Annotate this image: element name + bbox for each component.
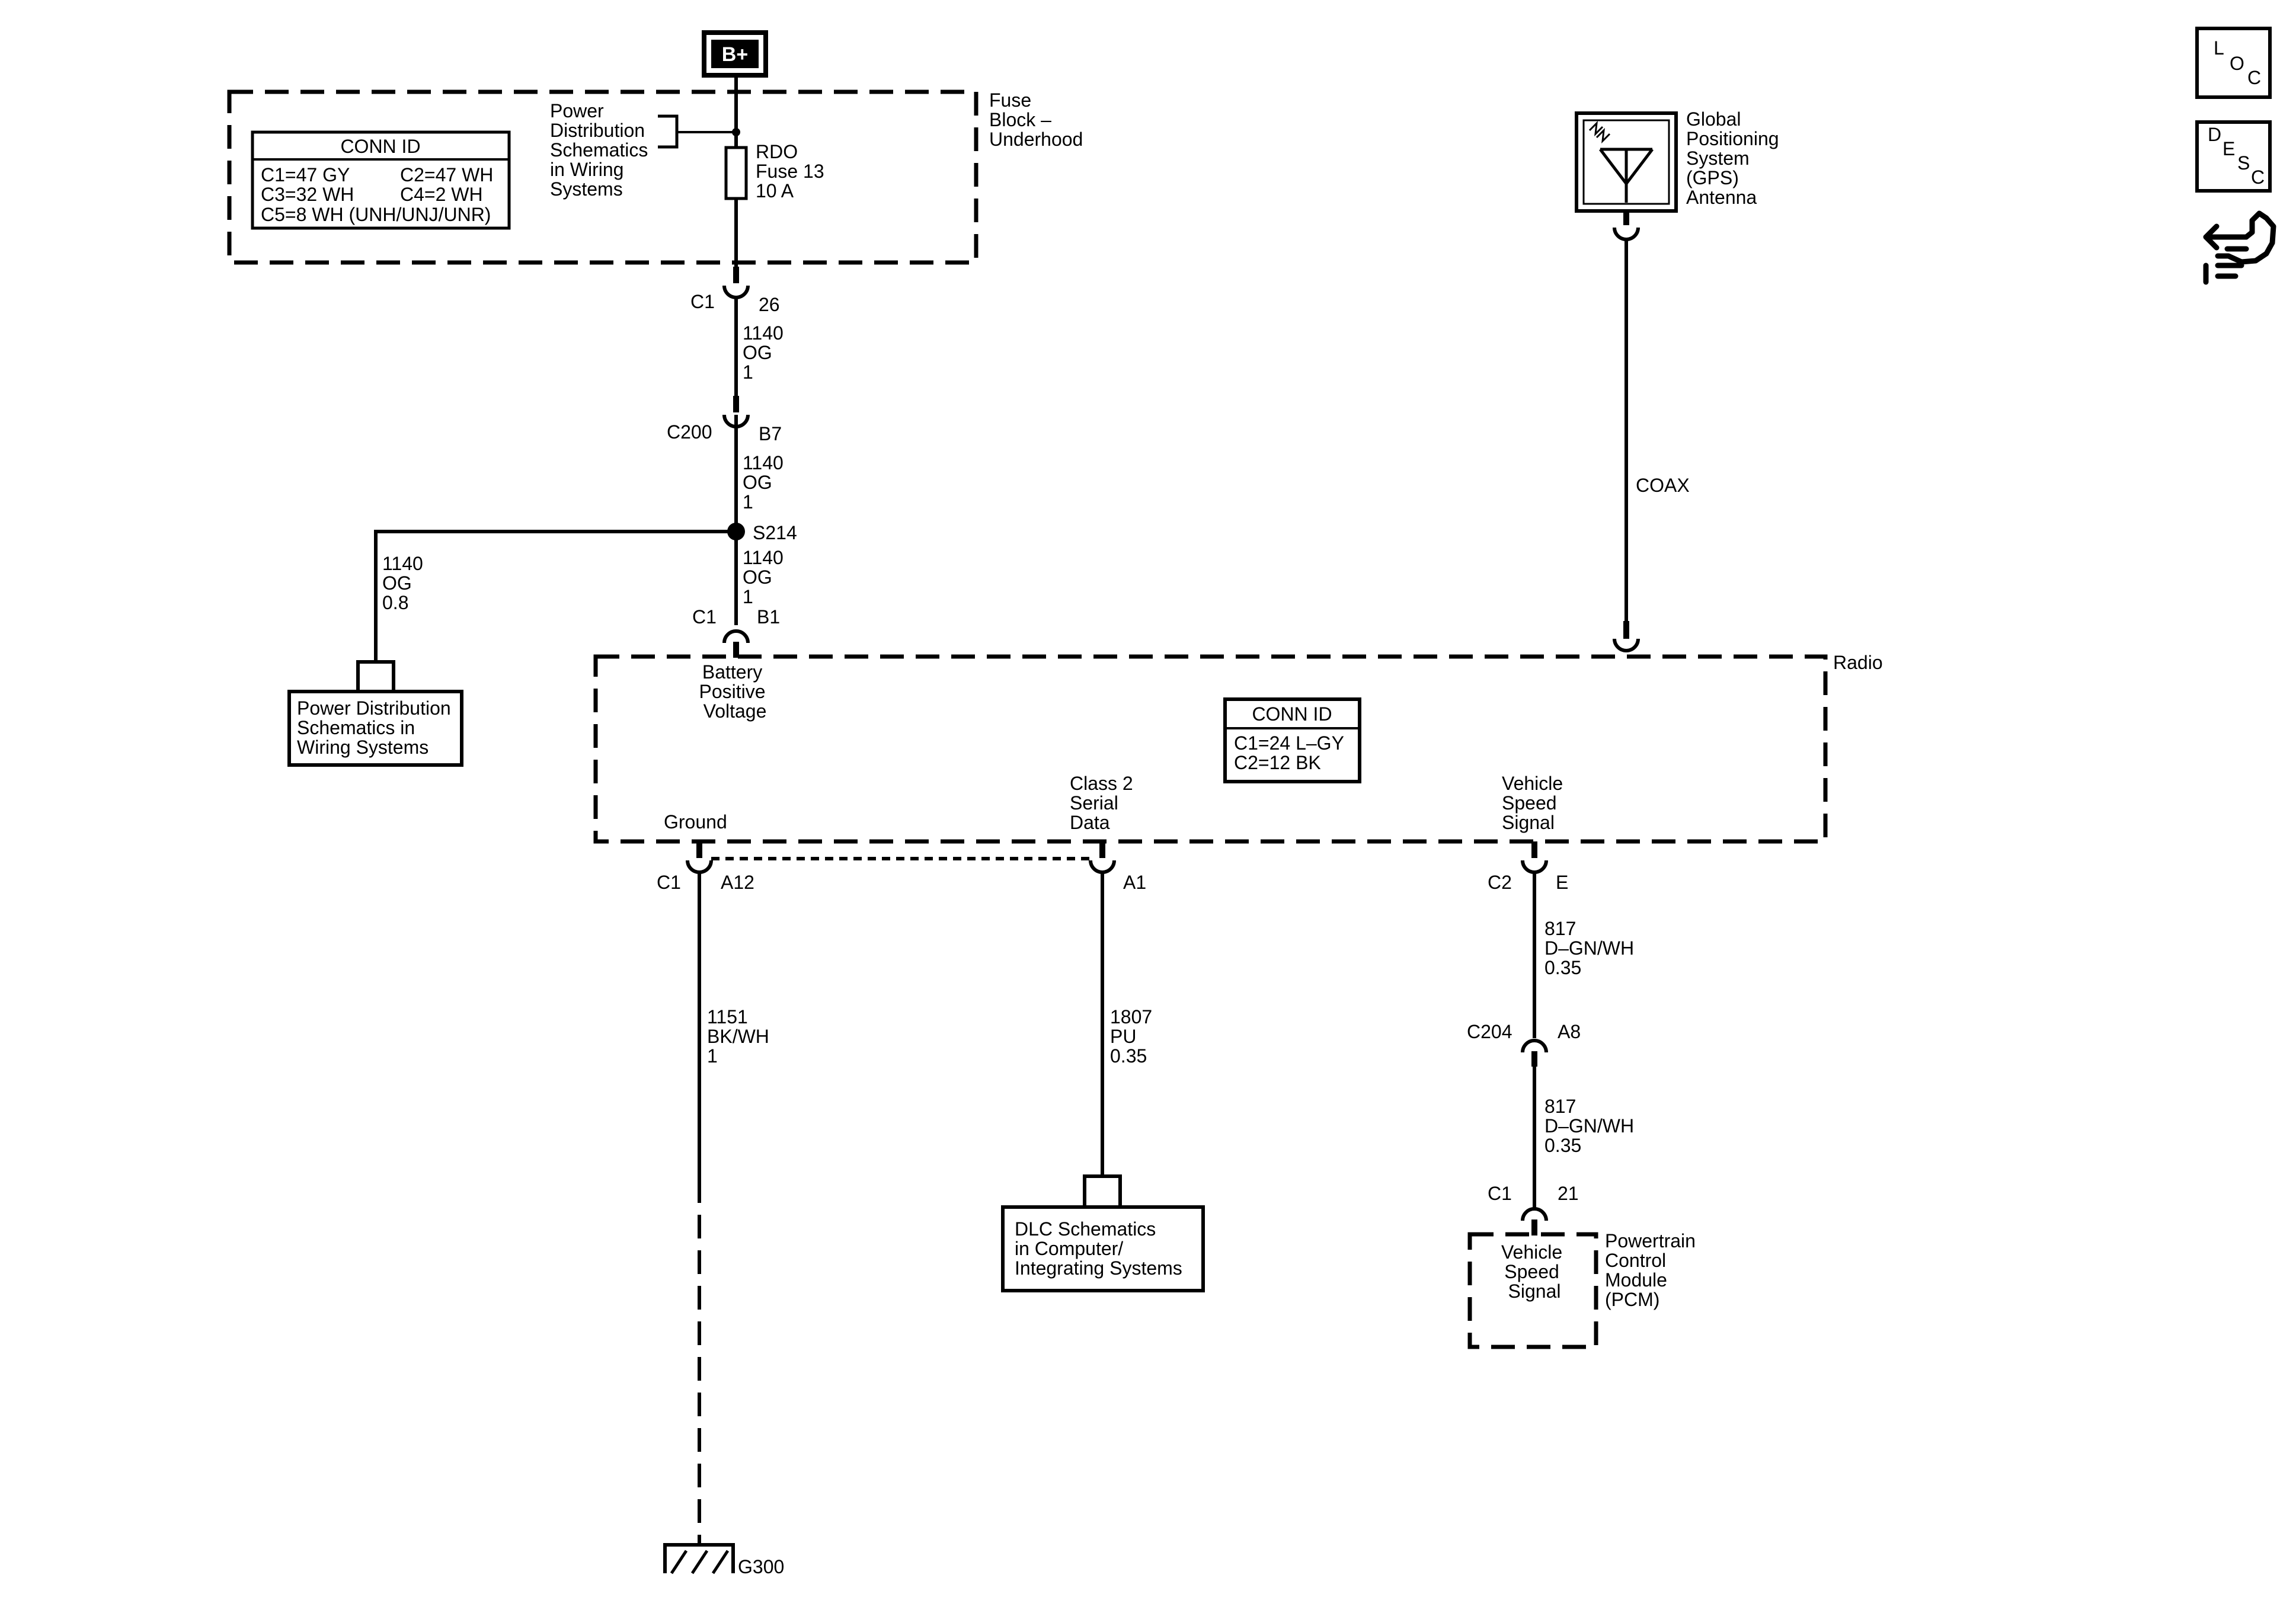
fuse-block-underhood: Fuse Block – Underhood [227,89,1083,265]
connector-hand-icon[interactable] [2203,210,2276,285]
connector-pin: 21 [1558,1183,1579,1204]
connector-name: C1 [1488,1183,1512,1204]
loc-letter: O [2230,53,2244,74]
connector-pin: A12 [721,872,754,893]
ground-g300: G300 [663,1543,784,1577]
b-plus-label: B+ [722,43,748,66]
serial-data-circuit: A1 1807 PU 0.35 [1083,841,1157,1207]
connector-name: C1 [690,291,715,312]
connector-c200: C200 B7 [667,396,782,444]
connector-pin: A8 [1558,1021,1581,1042]
coax-label: COAX [1636,475,1690,496]
pcm-pin: Vehicle Speed Signal [1501,1241,1568,1302]
vehicle-speed-circuit: C2 E 817 D–GN/WH 0.35 C204 A8 817 D–GN/W… [1467,841,1639,1235]
connector-pin: A1 [1123,872,1146,893]
connector-pin: B1 [757,606,780,628]
connector-name: C1 [657,872,681,893]
fuse-conn-id-title: CONN ID [340,136,420,157]
power-distribution-reference: Power Distribution Schematics in Wiring … [550,100,740,200]
radio-conn-id-title: CONN ID [1252,703,1332,725]
coax-wire: COAX [1613,239,1690,652]
gps-antenna: Global Positioning System (GPS) Antenna [1575,108,1784,241]
radio-pin-battery: Battery Positive Voltage [699,661,771,722]
fuse-label: RDO Fuse 13 10 A [756,141,830,201]
radio-name: Radio [1833,652,1883,673]
connector-pin: E [1556,872,1568,893]
fuse-conn-id-cell: C2=47 WH [400,164,493,185]
power-distribution-ref-text: Power Distribution Schematics in Wiring … [550,100,653,200]
wire-label: 817 D–GN/WH 0.35 [1544,918,1639,978]
splice-name: S214 [753,522,797,543]
connector-pin: B7 [759,423,782,444]
connector-name: C200 [667,421,712,443]
wire-label: 1140 OG 1 [743,452,789,513]
radio-pin-vss: Vehicle Speed Signal [1502,773,1568,833]
radio-conn-id-row: C1=24 L–GY [1234,732,1344,754]
splice-s214: S214 [727,522,797,543]
dlc-box-text: DLC Schematics in Computer/ Integrating … [1015,1218,1182,1279]
wire-label: 817 D–GN/WH 0.35 [1544,1096,1639,1156]
dlc-schematics-box[interactable]: DLC Schematics in Computer/ Integrating … [1001,1205,1205,1292]
radio-pin-serial: Class 2 Serial Data [1070,773,1139,833]
gps-name: Global Positioning System (GPS) Antenna [1686,108,1784,208]
wire-label: 1140 OG 0.8 [382,553,428,613]
connector-name: C1 [692,606,717,628]
connector-radio-battery: C1 B1 [692,606,780,658]
wire-label: 1140 OG 1 [743,322,789,383]
loc-button[interactable]: L O C [2195,27,2272,99]
radio-conn-id-row: C2=12 BK [1234,752,1321,773]
connector-pin: 26 [759,294,780,315]
desc-letter: E [2223,138,2235,159]
desc-letter: D [2208,124,2221,145]
left-branch-wire: 1140 OG 0.8 [356,530,736,692]
fuse-13: RDO Fuse 13 10 A [724,141,830,201]
radio-pin-ground: Ground [664,811,727,833]
connector-name: C2 [1488,872,1512,893]
b-plus-supply: B+ [702,30,768,78]
wire-label: 1140 OG 1 [743,547,789,607]
desc-letter: S [2237,152,2250,174]
antenna-icon [1588,120,1654,203]
pcm-module: Vehicle Speed Signal Powertrain Control … [1467,1230,1701,1349]
desc-letter: C [2251,167,2265,188]
connector-fuse-c1: C1 26 [690,267,780,315]
fuse-block-conn-id-table: CONN ID C1=47 GY C2=47 WH C3=32 WH C4=2 … [251,130,511,230]
ground-name: G300 [738,1556,784,1577]
loc-letter: L [2214,37,2224,59]
fuse-conn-id-cell: C5=8 WH (UNH/UNJ/UNR) [261,204,491,225]
pcm-name: Powertrain Control Module (PCM) [1605,1230,1701,1310]
fuse-conn-id-cell: C1=47 GY [261,164,350,185]
fuse-conn-id-cell: C3=32 WH [261,184,354,205]
connector-name: C204 [1467,1021,1512,1042]
power-distribution-box-text: Power Distribution Schematics in Wiring … [297,697,456,758]
power-distribution-box[interactable]: Power Distribution Schematics in Wiring … [287,690,463,767]
fuse-block-name: Fuse Block – Underhood [989,89,1083,150]
wire-label: 1807 PU 0.35 [1110,1006,1157,1067]
loc-letter: C [2247,67,2261,88]
radio-module: Radio Battery Positive Voltage CONN ID C… [593,652,1883,844]
fuse-conn-id-cell: C4=2 WH [400,184,483,205]
desc-button[interactable]: D E S C [2195,120,2272,193]
ground-circuit: C1 A12 1151 BK/WH 1 [657,841,775,1545]
wire-label: 1151 BK/WH 1 [707,1006,775,1067]
